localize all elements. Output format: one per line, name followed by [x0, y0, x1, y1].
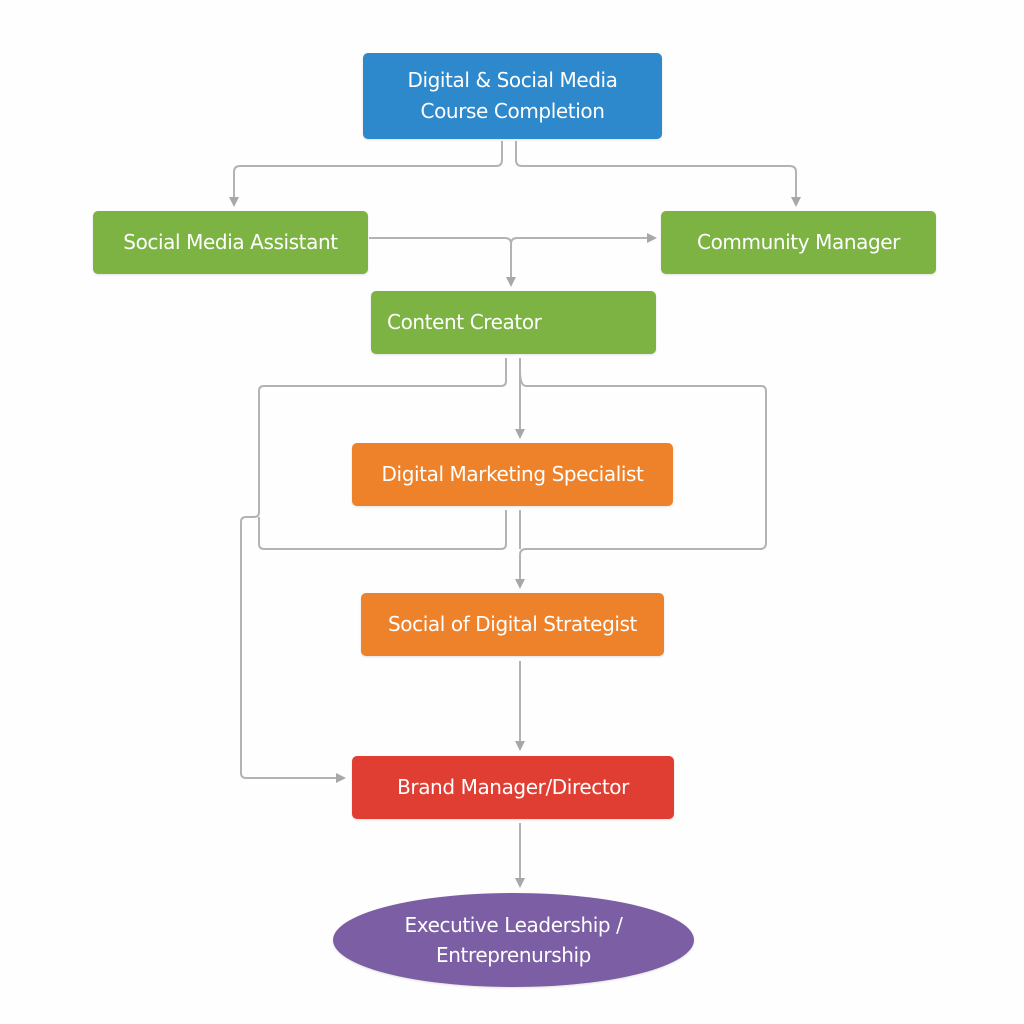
node-digital-strategist-label: Social of Digital Strategist	[388, 612, 637, 636]
node-social-media-assistant[interactable]: Social Media Assistant	[93, 211, 368, 274]
node-course-completion-line1: Digital & Social Media	[407, 68, 618, 92]
node-brand-manager[interactable]: Brand Manager/Director	[352, 756, 674, 819]
node-community-manager-label: Community Manager	[697, 230, 900, 254]
connector-course-to-community-manager	[515, 141, 801, 207]
node-content-creator[interactable]: Content Creator	[371, 291, 656, 354]
node-content-creator-label: Content Creator	[387, 310, 542, 334]
connector-content-creator-to-digital-strategist	[515, 369, 767, 589]
node-executive-leadership-line2: Entreprenurship	[436, 943, 591, 967]
connector-course-to-social-media-assistant	[229, 141, 503, 207]
node-digital-marketing-specialist-label: Digital Marketing Specialist	[381, 462, 644, 486]
connector-content-creator-to-brand-manager	[240, 358, 507, 783]
node-brand-manager-label: Brand Manager/Director	[397, 775, 629, 799]
node-digital-marketing-specialist[interactable]: Digital Marketing Specialist	[352, 443, 673, 506]
node-executive-leadership[interactable]: Executive Leadership / Entreprenurship	[333, 893, 694, 987]
node-community-manager[interactable]: Community Manager	[661, 211, 936, 274]
node-digital-strategist[interactable]: Social of Digital Strategist	[361, 593, 664, 656]
node-executive-leadership-line1: Executive Leadership /	[404, 913, 623, 937]
connector-left-loop	[258, 510, 507, 550]
node-course-completion[interactable]: Digital & Social Media Course Completion	[363, 53, 662, 139]
node-social-media-assistant-label: Social Media Assistant	[123, 230, 338, 254]
connector-social-media-assistant-to-community-manager	[369, 233, 657, 245]
node-course-completion-line2: Course Completion	[420, 99, 605, 123]
